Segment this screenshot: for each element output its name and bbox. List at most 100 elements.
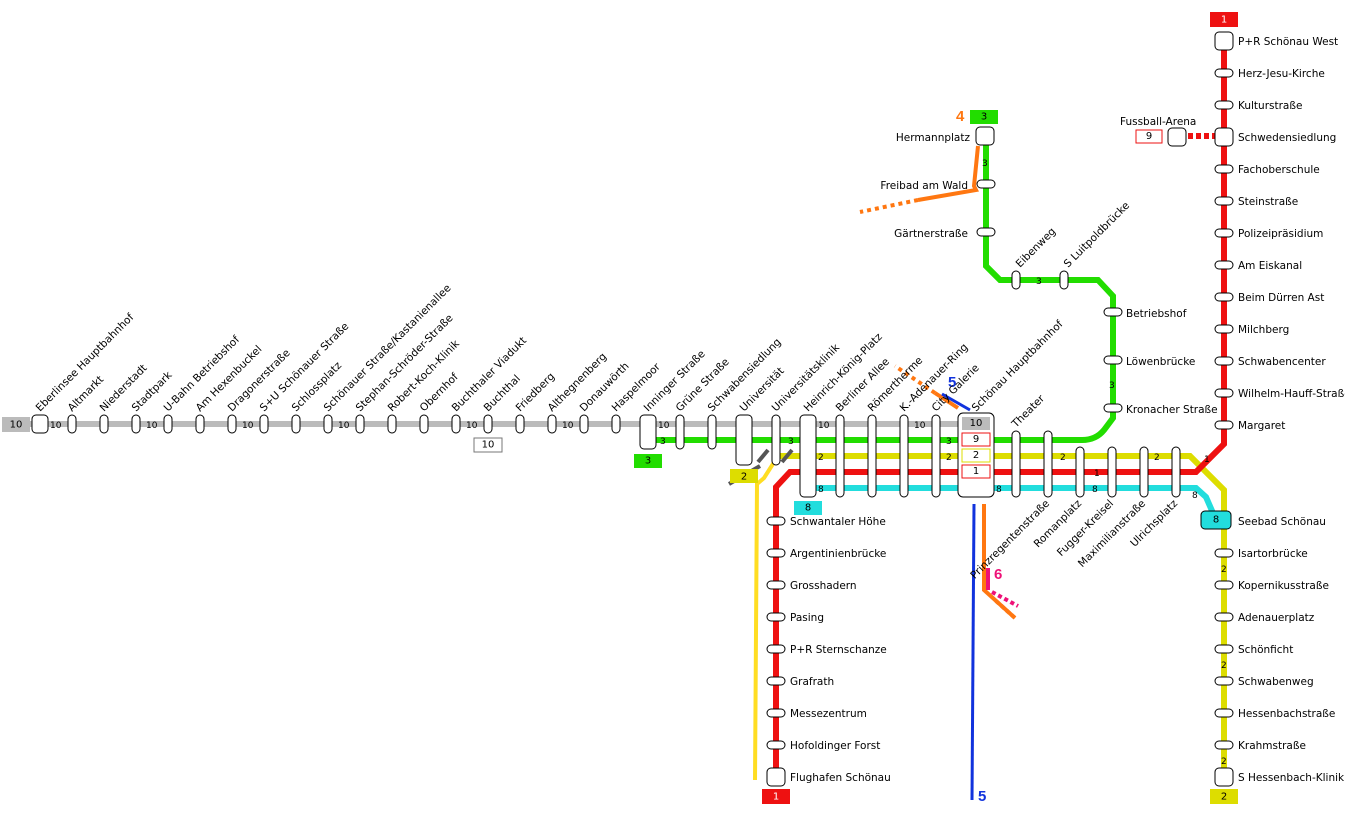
track-label-10: 10 — [562, 421, 574, 431]
station-marker[interactable] — [163, 414, 173, 434]
station-marker[interactable] — [1214, 580, 1234, 590]
station-marker[interactable] — [291, 414, 301, 434]
track-label-3: 3 — [660, 437, 666, 447]
station-label: Eibenweg — [1014, 226, 1059, 271]
station-marker[interactable] — [799, 414, 817, 498]
station-marker[interactable] — [675, 414, 685, 450]
station-marker[interactable] — [1214, 356, 1234, 366]
station-marker[interactable] — [735, 414, 753, 466]
station-marker[interactable] — [1214, 127, 1234, 147]
station-marker[interactable] — [579, 414, 589, 434]
station-marker[interactable] — [766, 767, 786, 787]
station-label-fussball-arena: Fussball-Arena — [1120, 116, 1196, 128]
station-marker[interactable] — [766, 580, 786, 590]
station-label: Hermannplatz — [896, 132, 971, 144]
station-marker[interactable] — [899, 414, 909, 498]
station-marker[interactable] — [931, 414, 941, 498]
station-marker[interactable] — [99, 414, 109, 434]
station-marker[interactable] — [131, 414, 141, 434]
badge-line-9: 9 — [1146, 131, 1152, 142]
station-marker[interactable] — [1107, 446, 1117, 498]
station-marker[interactable] — [1214, 164, 1234, 174]
station-marker-fussball-arena[interactable] — [1167, 127, 1187, 147]
station-marker[interactable] — [766, 548, 786, 558]
station-label: Schwabenweg — [1238, 676, 1314, 688]
station-marker[interactable] — [976, 179, 996, 189]
station-label: Flughafen Schönau — [790, 772, 891, 784]
station-marker[interactable] — [1214, 708, 1234, 718]
station-marker[interactable] — [227, 414, 237, 434]
station-marker[interactable] — [1075, 446, 1085, 498]
station-marker[interactable] — [67, 414, 77, 434]
station-marker[interactable] — [387, 414, 397, 434]
station-label: Grosshadern — [790, 580, 857, 592]
station-marker[interactable] — [766, 612, 786, 622]
track-label-8: 8 — [1192, 491, 1198, 501]
station-label: S Luitpoldbrücke — [1062, 200, 1132, 270]
station-marker[interactable] — [1214, 388, 1234, 398]
station-label: Steinstraße — [1238, 196, 1298, 208]
station-marker[interactable] — [1214, 324, 1234, 334]
station-marker[interactable] — [1011, 430, 1021, 498]
line-number-4: 4 — [956, 108, 965, 125]
badge-line-10-mid: 10 — [482, 440, 495, 451]
station-marker[interactable] — [639, 414, 657, 450]
station-marker[interactable] — [707, 414, 717, 450]
station-marker[interactable] — [835, 414, 845, 498]
station-marker[interactable] — [1214, 740, 1234, 750]
line-number-6: 6 — [994, 566, 1002, 583]
station-marker[interactable] — [766, 644, 786, 654]
station-marker[interactable] — [195, 414, 205, 434]
line-8-track — [808, 485, 1219, 522]
station-marker[interactable] — [766, 740, 786, 750]
track-label-8: 8 — [996, 485, 1002, 495]
station-marker[interactable] — [419, 414, 429, 434]
track-label-2: 2 — [1154, 453, 1160, 463]
station-marker[interactable] — [976, 227, 996, 237]
station-marker[interactable] — [766, 708, 786, 718]
station-marker[interactable] — [766, 516, 786, 526]
station-marker[interactable] — [259, 414, 269, 434]
track-label-2: 2 — [1221, 565, 1227, 575]
badge-line-1-top: 1 — [1221, 15, 1227, 26]
station-marker[interactable] — [1059, 270, 1069, 290]
station-marker[interactable] — [611, 414, 621, 434]
station-marker[interactable] — [1214, 31, 1234, 51]
station-marker[interactable] — [1011, 270, 1021, 290]
station-marker[interactable] — [1214, 228, 1234, 238]
track-label-2: 2 — [1060, 453, 1066, 463]
line-4-dotted — [859, 198, 919, 214]
station-marker[interactable] — [1214, 767, 1234, 787]
station-marker[interactable] — [867, 414, 877, 498]
station-marker[interactable] — [766, 676, 786, 686]
station-marker[interactable] — [1214, 612, 1234, 622]
station-marker[interactable] — [1214, 292, 1234, 302]
station-marker[interactable] — [1103, 403, 1123, 413]
hub-badge-1-bg — [961, 464, 991, 479]
station-marker[interactable] — [1139, 446, 1149, 498]
station-marker[interactable] — [1103, 307, 1123, 317]
station-marker[interactable] — [1214, 100, 1234, 110]
station-marker[interactable] — [1214, 676, 1234, 686]
station-marker[interactable] — [1214, 260, 1234, 270]
badge-line-1-bottom: 1 — [773, 792, 779, 803]
track-label-3: 3 — [946, 437, 952, 447]
station-marker[interactable] — [1214, 420, 1234, 430]
station-marker[interactable] — [1103, 355, 1123, 365]
station-marker[interactable] — [515, 414, 525, 434]
station-marker[interactable] — [1214, 68, 1234, 78]
station-marker[interactable] — [323, 414, 333, 434]
station-marker[interactable] — [355, 414, 365, 434]
station-marker[interactable] — [483, 414, 493, 434]
station-marker[interactable] — [451, 414, 461, 434]
station-marker[interactable] — [31, 414, 49, 434]
station-marker[interactable] — [1171, 446, 1181, 498]
station-marker[interactable] — [547, 414, 557, 434]
station-marker[interactable] — [1214, 196, 1234, 206]
seebad-station-bg[interactable] — [1200, 510, 1232, 530]
station-marker[interactable] — [975, 126, 995, 146]
station-marker[interactable] — [1043, 430, 1053, 498]
station-marker[interactable] — [1214, 548, 1234, 558]
station-marker[interactable] — [771, 414, 781, 466]
station-marker[interactable] — [1214, 644, 1234, 654]
